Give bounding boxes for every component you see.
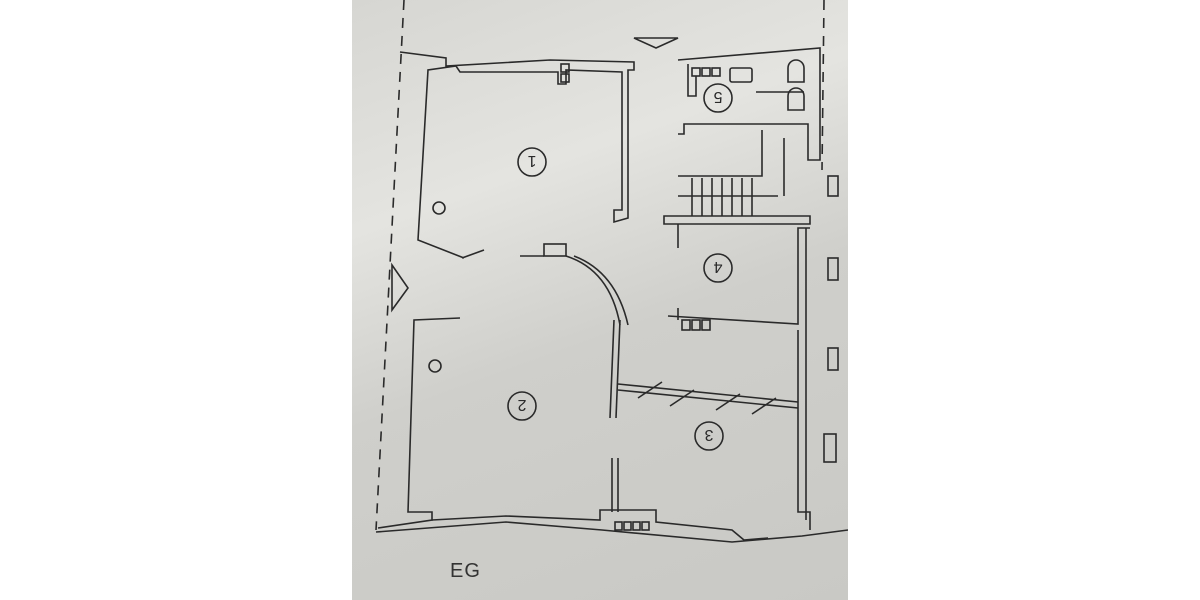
window-1 xyxy=(827,175,839,197)
window-4 xyxy=(823,433,837,463)
room-3-number: 3 xyxy=(704,426,713,443)
room-4-south xyxy=(667,227,810,325)
south-wall xyxy=(431,509,769,541)
sink xyxy=(729,67,753,83)
room-1-walls xyxy=(399,51,635,259)
chimney-s3 xyxy=(632,521,641,531)
chimney-center xyxy=(543,243,567,257)
east-wall xyxy=(797,330,811,530)
south-wall-outer xyxy=(375,521,848,543)
door-1 xyxy=(461,249,485,259)
column-2 xyxy=(428,359,442,373)
window-3 xyxy=(827,347,839,371)
stairs-outline xyxy=(678,130,763,177)
room-4-number: 4 xyxy=(713,258,722,275)
property-line-left xyxy=(375,0,405,531)
window-2 xyxy=(827,257,839,281)
room-5-walls xyxy=(677,47,821,161)
room-5-circle xyxy=(703,83,733,113)
entrance-marker-top xyxy=(633,37,679,49)
toilet-1 xyxy=(787,59,805,83)
floor-plan-photo: 1 2 3 4 5 EG xyxy=(352,0,848,600)
room-5-number: 5 xyxy=(713,88,722,105)
entrance-marker-left xyxy=(391,262,409,313)
chimney-1a xyxy=(560,63,570,73)
chimney-s4 xyxy=(641,521,650,531)
room-2-circle xyxy=(507,391,537,421)
chimney-1b xyxy=(560,73,570,83)
room-4-circle xyxy=(703,253,733,283)
curved-wall xyxy=(565,255,621,326)
chimney-s1 xyxy=(614,521,623,531)
stair-landing xyxy=(663,215,811,225)
room-1-number: 1 xyxy=(527,152,536,169)
column-1 xyxy=(432,201,446,215)
floor-plan-drawing: 1 2 3 4 5 xyxy=(375,0,848,543)
room-3-circle xyxy=(694,421,724,451)
property-line-right xyxy=(821,0,825,171)
floor-label: EG xyxy=(450,560,481,582)
room-2-number: 2 xyxy=(517,396,526,413)
room-1-circle xyxy=(517,147,547,177)
room-2-walls xyxy=(377,317,461,529)
chimney-s2 xyxy=(623,521,632,531)
